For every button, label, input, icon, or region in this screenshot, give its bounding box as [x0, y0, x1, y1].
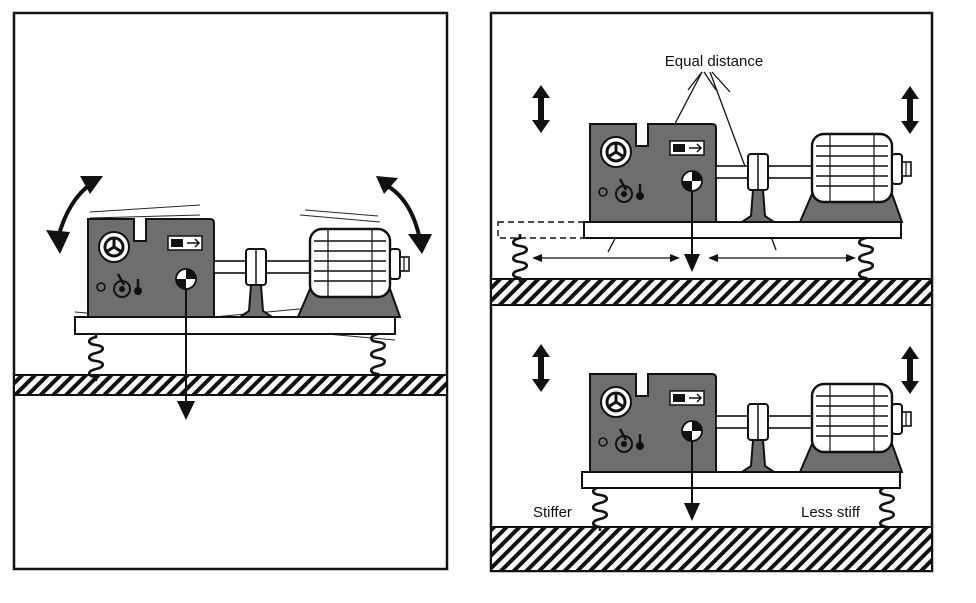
scene-stiffness: Stiffer Less stiff	[490, 344, 933, 572]
floor-hatched-upper	[490, 278, 933, 306]
scene-equal-distance: Equal distance	[490, 53, 933, 306]
right-panel: Equal distance	[489, 11, 934, 573]
label-less-stiff: Less stiff	[801, 504, 861, 521]
center-of-gravity-icon	[681, 170, 703, 192]
center-of-gravity-icon	[175, 268, 197, 290]
floor-hatched-lower	[490, 526, 933, 572]
base-plate	[74, 316, 396, 335]
label-equal-distance: Equal distance	[665, 53, 763, 70]
base-plate	[581, 471, 901, 489]
label-stiffer: Stiffer	[533, 504, 572, 521]
floor-hatched-left	[13, 374, 448, 396]
curved-double-arrow-icon	[46, 176, 103, 254]
base-plate	[583, 221, 902, 239]
center-of-gravity-icon	[681, 420, 703, 442]
distance-arrow-left	[532, 254, 680, 262]
curved-double-arrow-icon	[376, 176, 432, 254]
left-panel	[12, 11, 449, 571]
distance-arrow-right	[708, 254, 856, 262]
